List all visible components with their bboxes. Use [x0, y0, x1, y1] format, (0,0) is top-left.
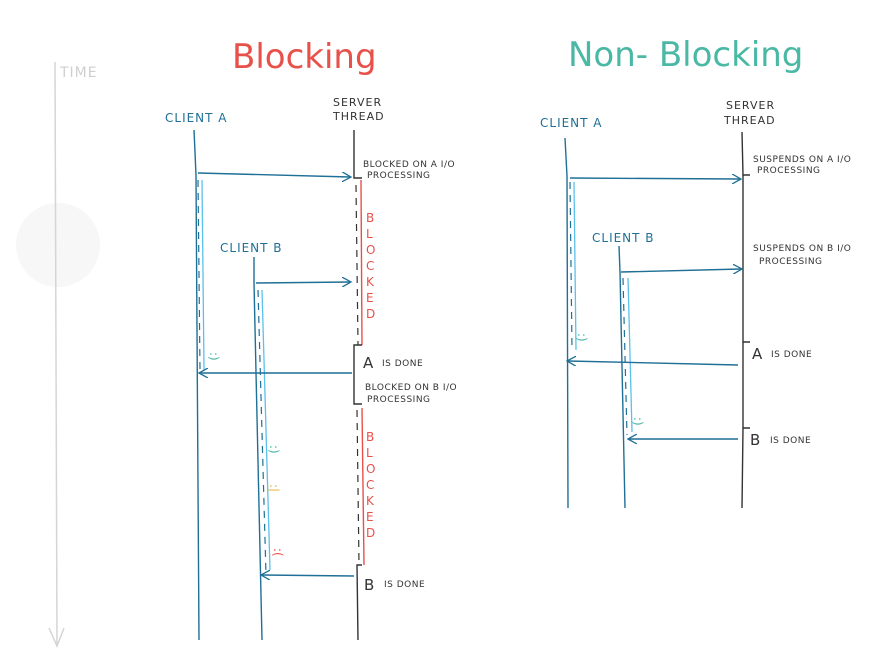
- nonblocking-server-mid: [742, 175, 750, 343]
- blocking-server-label-1: SERVER: [333, 96, 382, 109]
- blocking-b-done-letter: B: [364, 576, 375, 594]
- nonblocking-b-done-letter: B: [750, 431, 761, 449]
- nonblocking-note-a-line1: SUSPENDS ON A I/O: [753, 155, 851, 165]
- blocking-blocked-word-2: B L O C K E D: [366, 430, 375, 540]
- blocked-letter: O: [366, 462, 375, 476]
- nonblocking-arrow-a-response: [568, 361, 739, 365]
- blocking-server-blocked-1: [360, 179, 363, 346]
- blocking-diagram: Blocking CLIENT A CLIENT B SERVER THREAD…: [165, 37, 457, 641]
- blocked-letter: D: [366, 307, 375, 321]
- nonblocking-server-bottom: [741, 427, 744, 509]
- smile-face-icon: :): [631, 417, 645, 426]
- blocked-letter: E: [366, 291, 374, 305]
- faint-blob: [16, 203, 100, 287]
- nonblocking-client-b-label: CLIENT B: [592, 231, 655, 245]
- smile-face-icon: :): [267, 445, 281, 454]
- blocked-letter: E: [366, 510, 374, 524]
- blocking-note-b-line2: PROCESSING: [367, 395, 431, 405]
- blocking-note-a-line2: PROCESSING: [367, 171, 431, 181]
- nonblocking-note-b-line1: SUSPENDS ON B I/O: [753, 244, 851, 254]
- time-axis: TIME: [48, 61, 98, 648]
- blocked-letter: O: [366, 243, 375, 257]
- blocking-a-done-text: IS DONE: [382, 359, 423, 369]
- blocking-title: Blocking: [232, 37, 377, 77]
- blocking-client-a-label: CLIENT A: [165, 111, 228, 125]
- nonblocking-server-top: [741, 131, 750, 176]
- blocking-server-bottom: [356, 564, 362, 641]
- blocked-letter: L: [366, 227, 373, 241]
- blocking-server-top: [353, 130, 362, 179]
- nonblocking-client-b-wait: [627, 277, 633, 433]
- blocking-note-b-line1: BLOCKED ON B I/O: [365, 383, 457, 393]
- blocking-b-done-text: IS DONE: [384, 580, 425, 590]
- blocked-letter: B: [366, 430, 374, 444]
- blocked-letter: K: [366, 275, 375, 289]
- blocking-client-a-wait: [201, 179, 205, 371]
- blocking-client-b-wait: [261, 289, 271, 571]
- blocking-client-b-dashed: [257, 289, 267, 576]
- time-label: TIME: [59, 65, 98, 81]
- time-arrowhead: [48, 627, 65, 648]
- blocking-arrow-a-request: [197, 173, 350, 177]
- blocking-server-bracket-a: [353, 344, 362, 405]
- nonblocking-diagram: Non- Blocking CLIENT A CLIENT B SERVER T…: [540, 35, 851, 509]
- blocked-letter: L: [366, 446, 373, 460]
- nonblocking-client-b-dashed: [622, 277, 628, 436]
- blocking-server-dashed-2: [356, 409, 360, 566]
- nonblocking-server-label-1: SERVER: [726, 99, 775, 112]
- blocking-blocked-word-1: B L O C K E D: [366, 211, 375, 321]
- blocking-client-b-label: CLIENT B: [220, 241, 283, 255]
- nonblocking-note-b-line2: PROCESSING: [759, 257, 823, 267]
- nonblocking-b-done-text: IS DONE: [770, 436, 811, 446]
- blocking-server-dashed-1: [355, 184, 359, 346]
- nonblocking-client-a-label: CLIENT A: [540, 116, 603, 130]
- blocked-letter: K: [366, 494, 375, 508]
- nonblocking-a-done-text: IS DONE: [771, 350, 812, 360]
- blocking-client-b-line: [253, 257, 263, 641]
- nonblocking-server-label-2: THREAD: [723, 114, 776, 127]
- blocking-note-a-line1: BLOCKED ON A I/O: [363, 160, 455, 170]
- blocking-arrow-b-response: [262, 575, 355, 576]
- nonblocking-arrow-b-request: [620, 269, 741, 272]
- nonblocking-client-b-line: [618, 245, 626, 509]
- smile-face-icon: :): [207, 352, 221, 361]
- blocking-server-label-2: THREAD: [332, 110, 385, 123]
- nonblocking-client-a-dashed: [569, 181, 573, 351]
- sad-face-icon: :(: [271, 548, 285, 557]
- nonblocking-a-done-letter: A: [752, 345, 763, 363]
- neutral-face-icon: :|: [267, 484, 281, 492]
- smile-face-icon: :): [575, 333, 589, 342]
- blocking-arrow-b-request: [255, 282, 350, 283]
- nonblocking-note-a-line2: PROCESSING: [757, 166, 821, 176]
- blocked-letter: C: [366, 259, 374, 273]
- nonblocking-client-a-line: [564, 137, 569, 509]
- blocked-letter: C: [366, 478, 374, 492]
- blocking-server-blocked-2: [361, 407, 365, 566]
- nonblocking-title: Non- Blocking: [568, 35, 803, 75]
- blocked-letter: D: [366, 526, 375, 540]
- nonblocking-arrow-a-request: [569, 178, 740, 179]
- nonblocking-client-a-wait: [573, 181, 577, 351]
- blocked-letter: B: [366, 211, 374, 225]
- nonblocking-server-lower: [742, 342, 750, 429]
- blocking-client-a-dashed: [197, 179, 201, 371]
- blocking-a-done-letter: A: [363, 354, 374, 372]
- blocking-client-a-line: [193, 129, 200, 641]
